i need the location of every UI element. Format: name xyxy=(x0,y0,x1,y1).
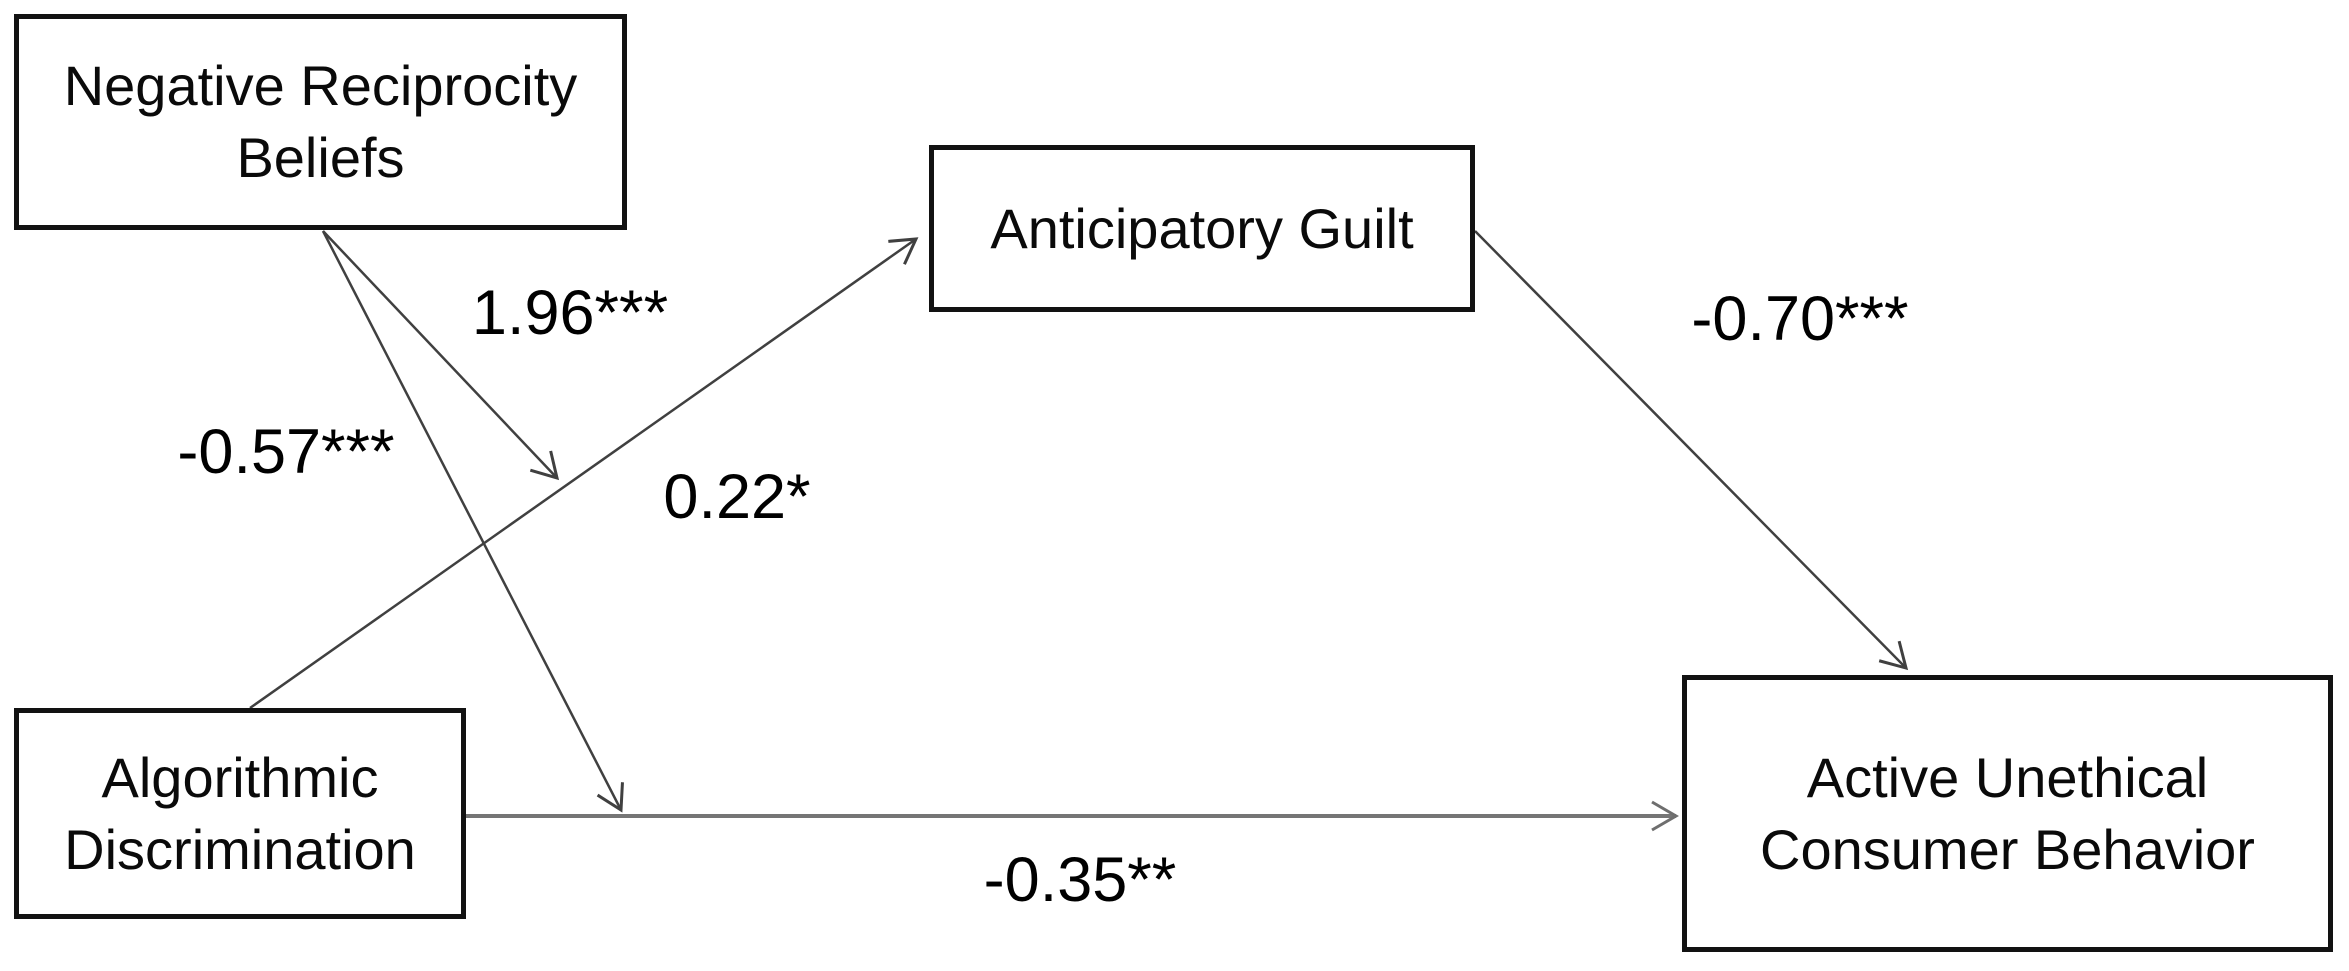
node-anticipatory-guilt: Anticipatory Guilt xyxy=(929,145,1475,312)
node-algorithmic-discrimination-label: Algorithmic Discrimination xyxy=(64,745,416,881)
node-active-unethical-consumer-behavior: Active Unethical Consumer Behavior xyxy=(1682,675,2333,952)
node-algorithmic-discrimination: Algorithmic Discrimination xyxy=(14,708,466,919)
node-anticipatory-guilt-label: Anticipatory Guilt xyxy=(990,196,1414,260)
edge-ad-to-ag-arrow xyxy=(249,237,919,710)
coefficient-ag-to-aucb: -0.70*** xyxy=(1691,284,1909,354)
edge-nrb-moderates-ad-to-ag-arrow xyxy=(322,230,560,481)
coefficient-ad-to-aucb: -0.35** xyxy=(983,845,1177,915)
node-negative-reciprocity-beliefs-label: Negative Reciprocity Beliefs xyxy=(63,54,578,189)
node-negative-reciprocity-beliefs: Negative Reciprocity Beliefs xyxy=(14,14,627,230)
coefficient-ad-to-ag: 0.22* xyxy=(663,462,811,532)
coefficient-nrb-moderation-of-ad-to-ag: 1.96*** xyxy=(471,278,669,348)
edge-ag-to-aucb-arrow xyxy=(1474,230,1909,671)
node-active-unethical-consumer-behavior-label: Active Unethical Consumer Behavior xyxy=(1760,745,2255,881)
edge-nrb-moderates-ad-to-aucb-arrow xyxy=(321,230,624,813)
coefficient-nrb-moderation-of-ad-to-aucb: -0.57*** xyxy=(177,417,395,487)
